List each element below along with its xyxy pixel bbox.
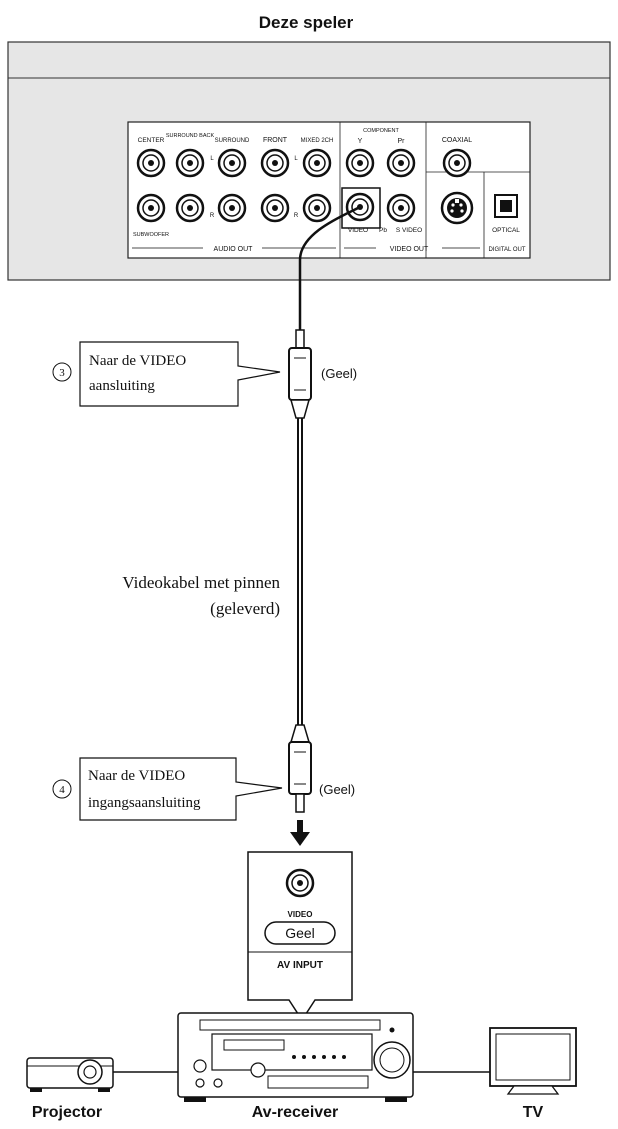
rca-jack (136, 193, 166, 223)
rca-jack (386, 193, 416, 223)
tv-icon (489, 1027, 577, 1095)
label-digital-out: DIGITAL OUT (488, 247, 525, 253)
lower-plug (288, 724, 312, 813)
s-video-jack (440, 191, 474, 225)
rca-jack (175, 148, 205, 178)
step-3-line1: Naar de VIDEO (89, 353, 186, 369)
step-4-color-note: (Geel) (319, 782, 355, 797)
callout-step-3: 3 Naar de VIDEO aansluiting (Geel) (52, 341, 357, 407)
marker-left-2: L (294, 156, 298, 162)
page-title: Deze speler (259, 13, 354, 32)
label-s-video: S VIDEO (396, 227, 422, 234)
step-4-line2: ingangsaansluiting (88, 795, 201, 811)
cable-caption-line1: Videokabel met pinnen (122, 573, 280, 592)
color-tag (264, 921, 336, 945)
av-input-video-label: VIDEO (288, 910, 313, 919)
cable-caption-line2: (geleverd) (210, 599, 280, 618)
video-input-jack (285, 868, 315, 898)
rca-jack (302, 193, 332, 223)
marker-right-2: R (294, 213, 299, 219)
step-3-number: 3 (59, 367, 65, 379)
label-mixed-2ch: MIXED 2CH (301, 138, 334, 144)
label-optical: OPTICAL (492, 227, 520, 234)
callout-step-4: 4 Naar de VIDEO ingangsaansluiting (Geel… (52, 757, 355, 821)
av-receiver-icon (177, 1012, 414, 1102)
av-input-panel: VIDEO Geel AV INPUT (247, 851, 353, 1022)
label-front: FRONT (263, 137, 288, 144)
label-surround: SURROUND (215, 138, 250, 144)
rca-jack (136, 148, 166, 178)
player-back-panel: CENTER SURROUND BACK SURROUND FRONT MIXE… (7, 41, 611, 281)
tv-label: TV (523, 1104, 544, 1121)
rca-jack (217, 148, 247, 178)
projector-icon (26, 1057, 114, 1092)
step-4-line1: Naar de VIDEO (88, 768, 185, 784)
label-y: Y (358, 138, 363, 145)
label-audio-out: AUDIO OUT (214, 246, 254, 253)
upper-plug (288, 329, 312, 419)
step-4-number: 4 (59, 784, 65, 796)
rca-jack (260, 148, 290, 178)
rca-jack (302, 148, 332, 178)
rca-jack (442, 148, 472, 178)
label-center: CENTER (138, 137, 165, 144)
label-surround-back: SURROUND BACK (166, 133, 215, 139)
label-pr: Pr (398, 138, 406, 145)
rca-jack (260, 193, 290, 223)
av-input-footer: AV INPUT (277, 960, 323, 971)
optical-jack (494, 194, 518, 218)
label-component: COMPONENT (363, 128, 399, 134)
arrow-down-icon (290, 820, 310, 846)
label-video: VIDEO (348, 227, 368, 234)
video-cable (297, 205, 361, 725)
marker-right-1: R (210, 213, 215, 219)
step-3-color-note: (Geel) (321, 366, 357, 381)
label-pb: Pb (379, 227, 387, 234)
marker-left-1: L (210, 156, 214, 162)
projector-label: Projector (32, 1104, 102, 1121)
rca-jack (175, 193, 205, 223)
av-receiver-label: Av-receiver (252, 1104, 339, 1121)
label-video-out: VIDEO OUT (390, 246, 429, 253)
rca-jack (345, 148, 375, 178)
color-tag-text: Geel (285, 925, 315, 941)
rca-jack (386, 148, 416, 178)
label-coaxial: COAXIAL (442, 137, 472, 144)
label-subwoofer: SUBWOOFER (133, 232, 169, 238)
step-3-line2: aansluiting (89, 378, 155, 394)
rca-jack (217, 193, 247, 223)
